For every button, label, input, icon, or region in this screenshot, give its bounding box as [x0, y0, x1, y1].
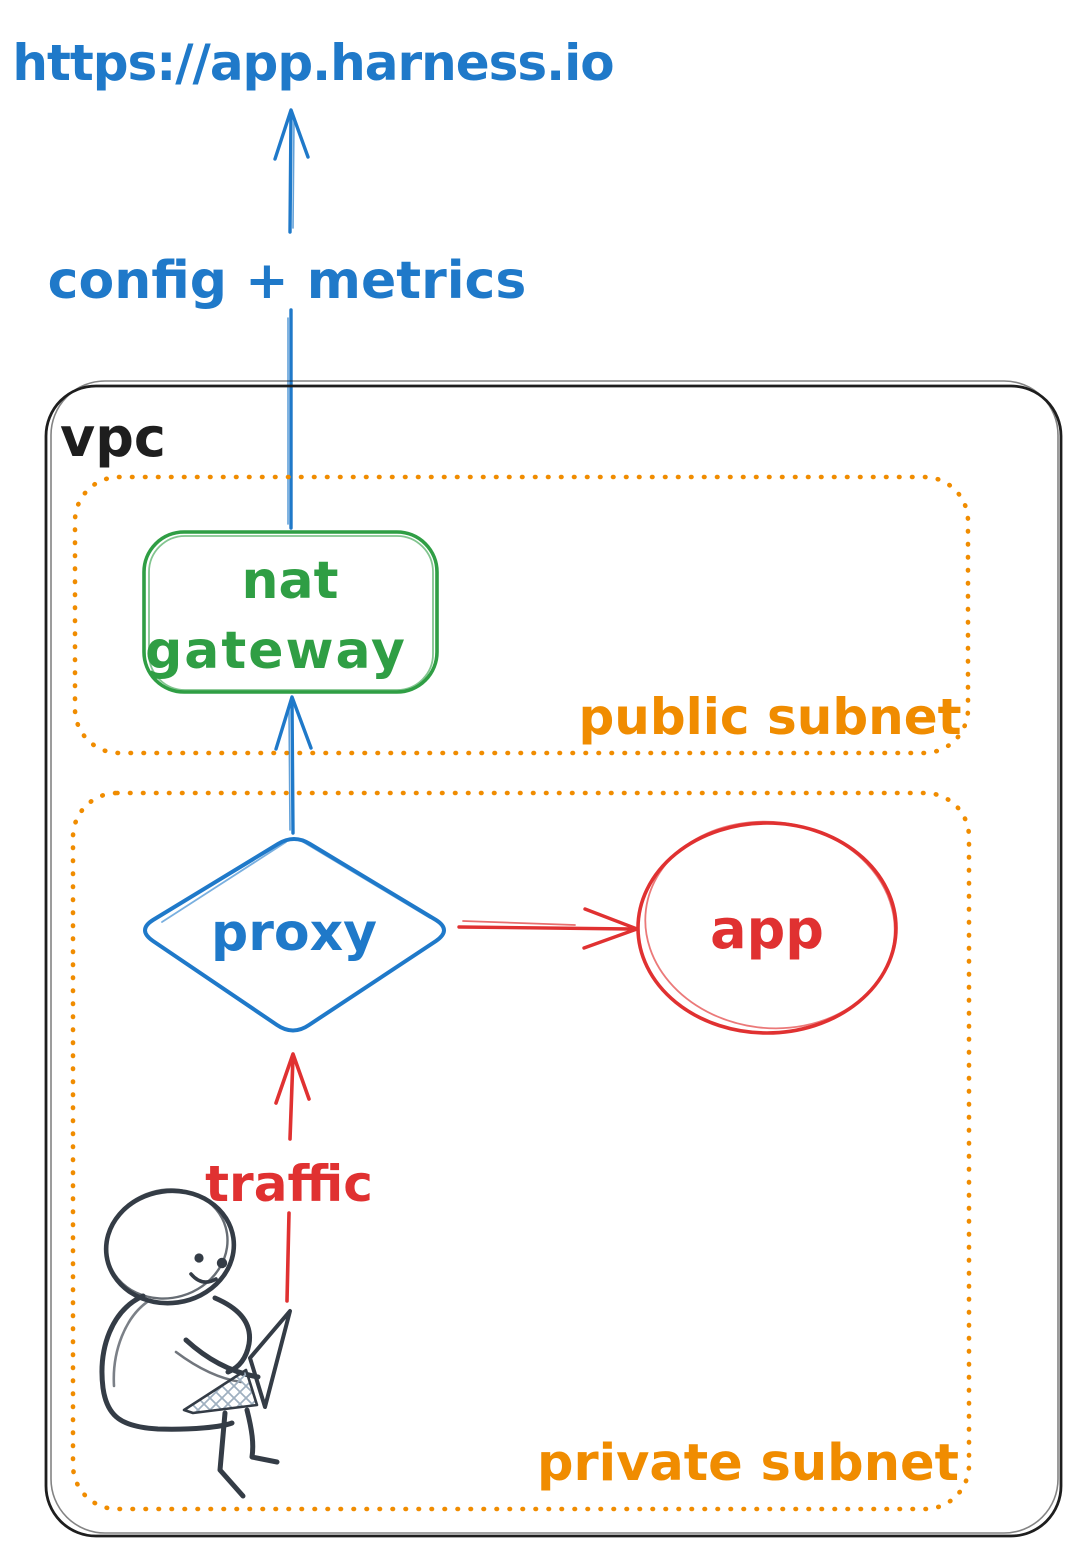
arrow-line-upper-overdraw — [292, 119, 295, 229]
arrow-line-overdraw — [288, 709, 291, 831]
person-leg-back — [244, 1407, 280, 1465]
app-node: app — [636, 820, 898, 1035]
config-metrics-arrow: config + metrics — [48, 108, 527, 530]
vpc-border — [44, 384, 1063, 1538]
proxy-border-overdraw — [161, 839, 431, 923]
arrow-head-icon — [273, 108, 310, 161]
person-arm — [183, 1337, 261, 1380]
person-torso-overdraw — [112, 1298, 152, 1388]
nat-gateway-border-overdraw — [148, 535, 434, 691]
public-subnet-border — [72, 474, 971, 756]
nat-gateway-label-line1: nat — [242, 551, 339, 611]
person-back — [212, 1295, 253, 1375]
private-subnet-border — [70, 790, 972, 1512]
arrow-line-lower — [285, 1211, 291, 1303]
person-leg-front — [217, 1410, 246, 1499]
arrow-line-upper — [288, 1055, 295, 1141]
arrow-line-overdraw — [462, 920, 576, 926]
nat-gateway-label-line2: gateway — [145, 621, 407, 681]
vpc-label: vpc — [60, 406, 166, 469]
nat-gateway-node: nat gateway — [142, 530, 439, 694]
public-subnet-container: public subnet — [72, 474, 971, 756]
traffic-label: traffic — [205, 1155, 373, 1213]
arrow-line — [457, 925, 634, 931]
proxy-node: proxy — [143, 837, 446, 1033]
proxy-to-nat-arrow — [274, 695, 313, 835]
laptop-screen — [248, 1309, 292, 1409]
arrow-head-icon — [274, 1052, 311, 1105]
proxy-to-app-arrow — [457, 907, 639, 950]
arrow-line-upper — [288, 111, 293, 234]
public-subnet-label: public subnet — [578, 688, 961, 746]
person-head-overdraw — [105, 1188, 229, 1300]
person-eye-left — [194, 1253, 204, 1263]
url-text: https://app.harness.io — [12, 34, 613, 92]
private-subnet-label: private subnet — [537, 1434, 959, 1493]
arrow-line — [290, 698, 295, 835]
vpc-border-overdraw — [50, 380, 1059, 1534]
proxy-label: proxy — [211, 903, 377, 963]
arrow-head-icon — [582, 907, 639, 950]
nat-gateway-border — [142, 530, 439, 694]
private-subnet-container: private subnet — [70, 790, 972, 1512]
arrow-head-icon — [274, 695, 313, 751]
proxy-border — [143, 837, 446, 1033]
laptop-base — [182, 1368, 259, 1415]
person-eye-right — [216, 1257, 228, 1269]
person-torso — [99, 1293, 235, 1432]
person-smile — [189, 1272, 218, 1284]
vpc-container: vpc — [44, 380, 1063, 1538]
app-label: app — [710, 898, 824, 961]
app-border-overdraw — [644, 820, 896, 1030]
url-endpoint: https://app.harness.io — [12, 34, 614, 92]
traffic-arrow: traffic — [205, 1052, 373, 1303]
person-with-laptop — [99, 1188, 292, 1499]
config-metrics-label: config + metrics — [48, 251, 527, 311]
